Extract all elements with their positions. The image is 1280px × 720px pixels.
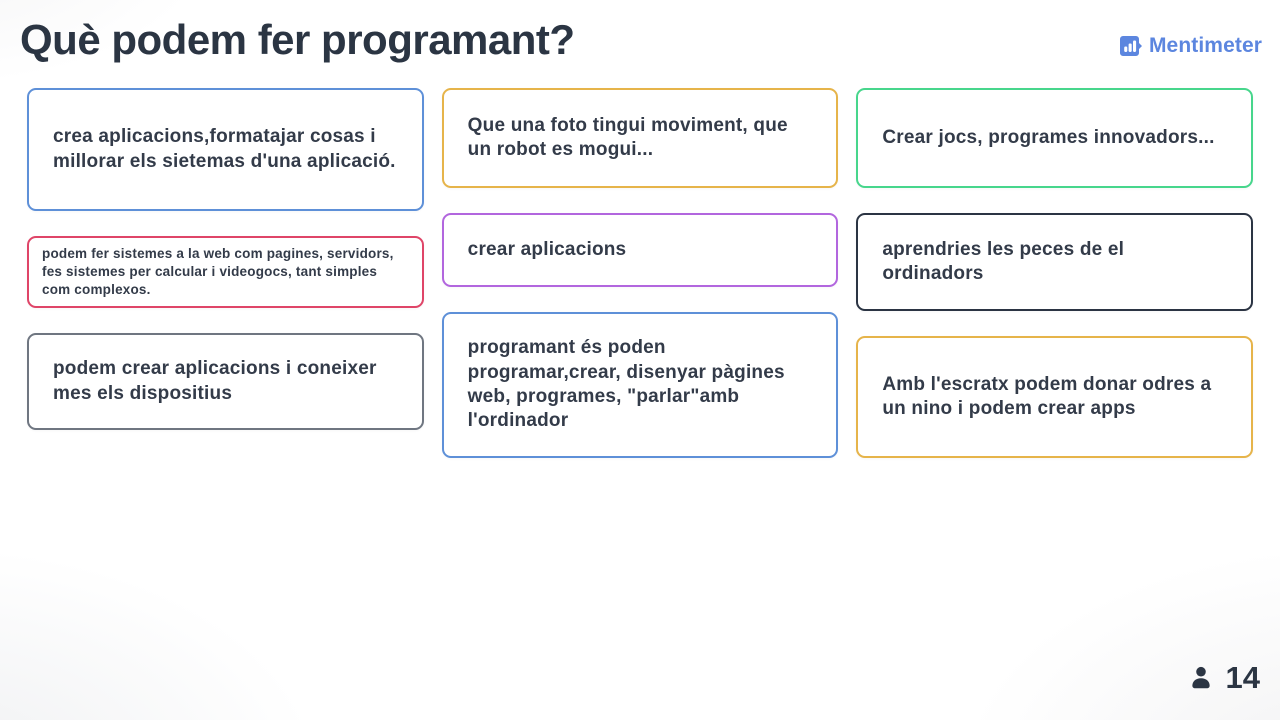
mentimeter-logo-text: Mentimeter — [1148, 34, 1262, 57]
response-card: Crear jocs, programes innovadors... — [856, 88, 1254, 188]
mentimeter-bar-chart-icon — [1118, 34, 1142, 58]
response-card: crear aplicacions — [441, 213, 839, 287]
person-icon — [1187, 664, 1215, 692]
response-text: podem crear aplicacions i coneixer mes e… — [53, 358, 377, 404]
response-text: crea aplicacions,formatajar cosas i mill… — [53, 126, 396, 172]
participant-count: 14 — [1225, 660, 1260, 695]
response-text: crear aplicacions — [467, 238, 627, 260]
responses-column-3: Crear jocs, programes innovadors... apre… — [856, 88, 1254, 458]
response-card: podem fer sistemes a la web com pagines,… — [27, 236, 424, 308]
responses-column-1: crea aplicacions,formatajar cosas i mill… — [27, 88, 424, 458]
page-title: Què podem fer programant? — [20, 16, 575, 63]
response-text: programant és poden programar,crear, dis… — [467, 337, 785, 432]
response-card: Amb l'escratx podem donar odres a un nin… — [856, 336, 1254, 458]
responses-column-2: Que una foto tingui moviment, que un rob… — [441, 88, 839, 458]
mentimeter-logo: Mentimeter — [1118, 34, 1262, 58]
response-text: Amb l'escratx podem donar odres a un nin… — [882, 373, 1212, 419]
response-card: programant és poden programar,crear, dis… — [441, 312, 839, 458]
response-card: aprendries les peces de el ordinadors — [856, 213, 1254, 311]
response-text: Que una foto tingui moviment, que un rob… — [467, 114, 788, 160]
response-card: Que una foto tingui moviment, que un rob… — [441, 88, 839, 188]
response-card: crea aplicacions,formatajar cosas i mill… — [27, 88, 424, 211]
response-text: Crear jocs, programes innovadors... — [882, 126, 1215, 148]
responses-grid: crea aplicacions,formatajar cosas i mill… — [27, 88, 1254, 458]
response-text: podem fer sistemes a la web com pagines,… — [42, 246, 394, 297]
response-text: aprendries les peces de el ordinadors — [882, 238, 1125, 284]
response-card: podem crear aplicacions i coneixer mes e… — [27, 333, 424, 430]
participant-counter: 14 — [1187, 660, 1260, 696]
